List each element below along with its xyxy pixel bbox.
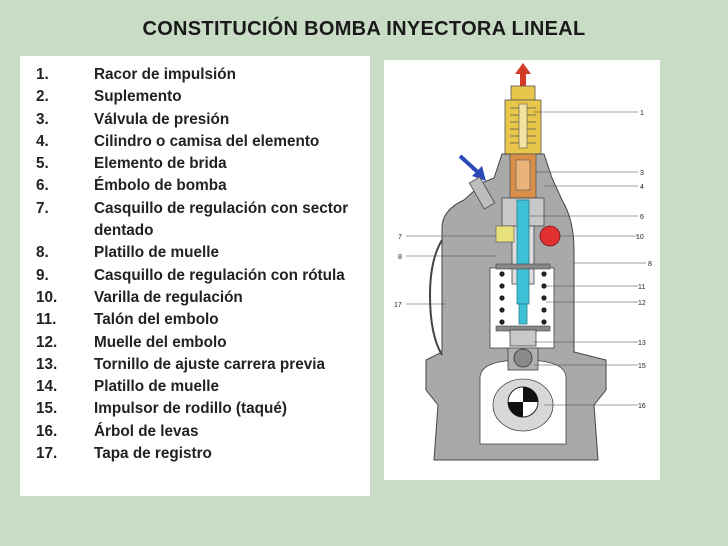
callout-12: 12 (638, 300, 646, 307)
legend-item-label: Casquillo de regulación con rótula (94, 266, 345, 284)
legend-item-label: Elemento de brida (94, 155, 227, 173)
callout-15: 15 (638, 363, 646, 370)
legend-item: 15. Impulsor de rodillo (taqué) (36, 398, 370, 420)
callout-11: 11 (638, 284, 645, 291)
legend-item-label: Racor de impulsión (94, 66, 236, 83)
legend-item-number: 13. (36, 355, 58, 373)
legend-item-label: Platillo de muelle (94, 244, 219, 262)
legend-item: 6. Émbolo de bomba (36, 175, 370, 197)
fuel-inlet-arrow (458, 154, 496, 210)
legend-item: 8. Platillo de muelle (36, 242, 370, 264)
callout-8-left: 8 (398, 254, 402, 261)
legend-item: 14. Platillo de muelle (36, 376, 370, 398)
callout-10: 10 (636, 234, 644, 241)
legend-item: 13. Tornillo de ajuste carrera previa (36, 354, 370, 376)
pump-element (501, 197, 545, 325)
slide-title: CONSTITUCIÓN BOMBA INYECTORA LINEAL (142, 18, 586, 40)
legend-item-label: Árbol de levas (94, 422, 199, 440)
fuel-outlet-arrow (515, 63, 531, 86)
legend-item-label: Tornillo de ajuste carrera previa (94, 355, 325, 373)
legend-item: 4. Cilindro o camisa del elemento (36, 131, 370, 153)
camshaft (492, 378, 554, 432)
callout-16: 16 (638, 403, 646, 410)
legend-item-number: 7. (36, 199, 49, 217)
legend-item: 1. Racor de impulsión (36, 64, 370, 86)
callout-7: 7 (398, 234, 402, 241)
callout-8-right: 8 (648, 261, 652, 268)
legend-item: 12. Muelle del embolo (36, 332, 370, 354)
callout-13: 13 (638, 340, 646, 347)
legend-item-number: 16. (36, 422, 58, 440)
legend-item: 17. Tapa de registro (36, 443, 370, 465)
parts-legend: 1. Racor de impulsión 2. Suplemento 3. Válvul… (20, 56, 370, 496)
roller-tappet (507, 329, 539, 371)
legend-item-label: Válvula de presión (94, 110, 230, 128)
callout-17: 17 (394, 302, 402, 309)
legend-item-number: 15. (36, 400, 58, 418)
delivery-fitting (504, 85, 542, 155)
callout-leaders (406, 111, 646, 406)
legend-list: 1. Racor de impulsión 2. Suplemento 3. Válvul… (36, 64, 370, 465)
control-rack (495, 225, 561, 247)
inspection-cover (428, 239, 443, 356)
legend-item: 11. Talón del embolo (36, 309, 370, 331)
pump-diagram-svg: 1 3 4 6 7 10 8 8 11 17 12 13 15 16 (394, 63, 652, 461)
callout-6: 6 (640, 214, 644, 221)
legend-item-number: 8. (36, 244, 49, 262)
legend-item-number: 4. (36, 132, 49, 150)
legend-item-number: 12. (36, 333, 58, 351)
legend-item-label: Impulsor de rodillo (taqué) (94, 400, 287, 418)
pump-cross-section-diagram: 1 3 4 6 7 10 8 8 11 17 12 13 15 16 (384, 60, 660, 480)
legend-item: 2. Suplemento (36, 86, 370, 108)
plunger-spring (495, 263, 551, 332)
legend-item-number: 11. (36, 311, 57, 329)
callout-4: 4 (640, 184, 644, 191)
legend-item-label: Émbolo de bomba (94, 177, 227, 195)
legend-item: 7. Casquillo de regulación con sector den… (36, 198, 370, 243)
legend-item-number: 3. (36, 110, 49, 128)
legend-item-number: 10. (36, 288, 58, 306)
legend-item-label: Talón del embolo (94, 311, 219, 329)
legend-item-label: Cilindro o camisa del elemento (94, 132, 320, 150)
legend-item-label: Suplemento (94, 88, 182, 106)
legend-item: 16. Árbol de levas (36, 421, 370, 443)
legend-item-number: 14. (36, 378, 58, 396)
legend-item-label: Muelle del embolo (94, 333, 227, 351)
delivery-valve (509, 153, 537, 199)
legend-item-label: Tapa de registro (94, 445, 212, 463)
legend-item: 3. Válvula de presión (36, 109, 370, 131)
legend-item-number: 6. (36, 177, 49, 195)
legend-item-number: 5. (36, 155, 49, 173)
legend-item-label: Casquillo de regulación con sector denta… (94, 199, 349, 240)
legend-item-number: 9. (36, 266, 49, 284)
legend-item-label: Platillo de muelle (94, 378, 219, 396)
legend-item: 10. Varilla de regulación (36, 287, 370, 309)
callout-1: 1 (640, 110, 644, 117)
legend-item-number: 17. (36, 445, 58, 463)
legend-item-number: 2. (36, 88, 49, 106)
legend-item-number: 1. (36, 66, 49, 83)
callout-3: 3 (640, 170, 644, 177)
legend-item: 9. Casquillo de regulación con rótula (36, 265, 370, 287)
legend-item: 5. Elemento de brida (36, 153, 370, 175)
legend-item-label: Varilla de regulación (94, 288, 243, 306)
